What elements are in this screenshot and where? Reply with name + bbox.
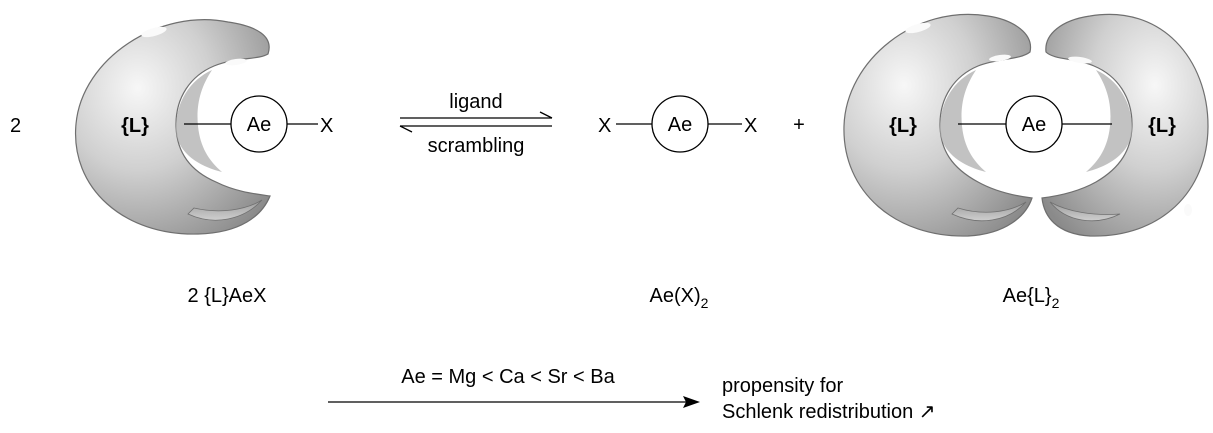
- ligand-pocket-reactant: [74, 19, 271, 235]
- ligand-label: {L}: [1148, 115, 1176, 137]
- ligand-pocket-highlight: [905, 22, 931, 34]
- ligand-pocket-shape: [1041, 13, 1209, 237]
- stoichiometric-coefficient: 2: [10, 115, 21, 137]
- trend-outcome-line2: Schlenk redistribution ↗: [722, 401, 936, 423]
- ligand-pocket-inner-shadow: [176, 70, 222, 172]
- metal-label: Ae: [1022, 114, 1046, 136]
- product2-label-main: Ae{L}: [1003, 285, 1052, 307]
- trend-series-label: Ae = Mg < Ca < Sr < Ba: [401, 366, 615, 388]
- metal-label: Ae: [247, 114, 271, 136]
- ligand-pocket-right: [1041, 13, 1209, 237]
- plus-sign: +: [793, 114, 805, 136]
- ligand-pocket-highlight: [1184, 204, 1192, 216]
- trend-arrow-head: [683, 396, 700, 408]
- trend-outcome-line1: propensity for: [722, 375, 844, 397]
- arrow-label-top: ligand: [449, 91, 502, 113]
- product1-label-main: Ae(X): [650, 285, 701, 307]
- arrow-label-bottom: scrambling: [428, 135, 525, 157]
- ligand-pocket-shape: [843, 13, 1033, 237]
- ligand-pocket-lower-rim: [187, 199, 263, 221]
- ligand-pocket-highlight: [225, 58, 247, 66]
- ligand-pocket-lower-rim: [951, 201, 1027, 222]
- ligand-pocket-lower-rim: [1049, 201, 1121, 222]
- ligand-label: {L}: [889, 115, 917, 137]
- ligand-label: {L}: [121, 115, 149, 137]
- ligand-pocket-inner-shadow: [1086, 70, 1132, 172]
- product1-label: Ae(X)2: [650, 285, 709, 311]
- anion-label: X: [744, 115, 757, 137]
- ligand-pocket-left: [843, 13, 1033, 237]
- metal-label: Ae: [668, 114, 692, 136]
- anion-label: X: [598, 115, 611, 137]
- product2-label: Ae{L}2: [1003, 285, 1060, 311]
- equilibrium-arrows: [399, 111, 553, 133]
- ligand-pocket-highlight: [989, 54, 1011, 62]
- ligand-pocket-inner-shadow: [940, 70, 986, 172]
- ligand-pocket-highlight: [1068, 56, 1092, 64]
- anion-label: X: [320, 115, 333, 137]
- product1-label-subscript: 2: [701, 295, 709, 311]
- ligand-pocket-highlight: [141, 26, 167, 38]
- reactant-label: 2 {L}AeX: [188, 285, 267, 307]
- product2-label-subscript: 2: [1052, 295, 1060, 311]
